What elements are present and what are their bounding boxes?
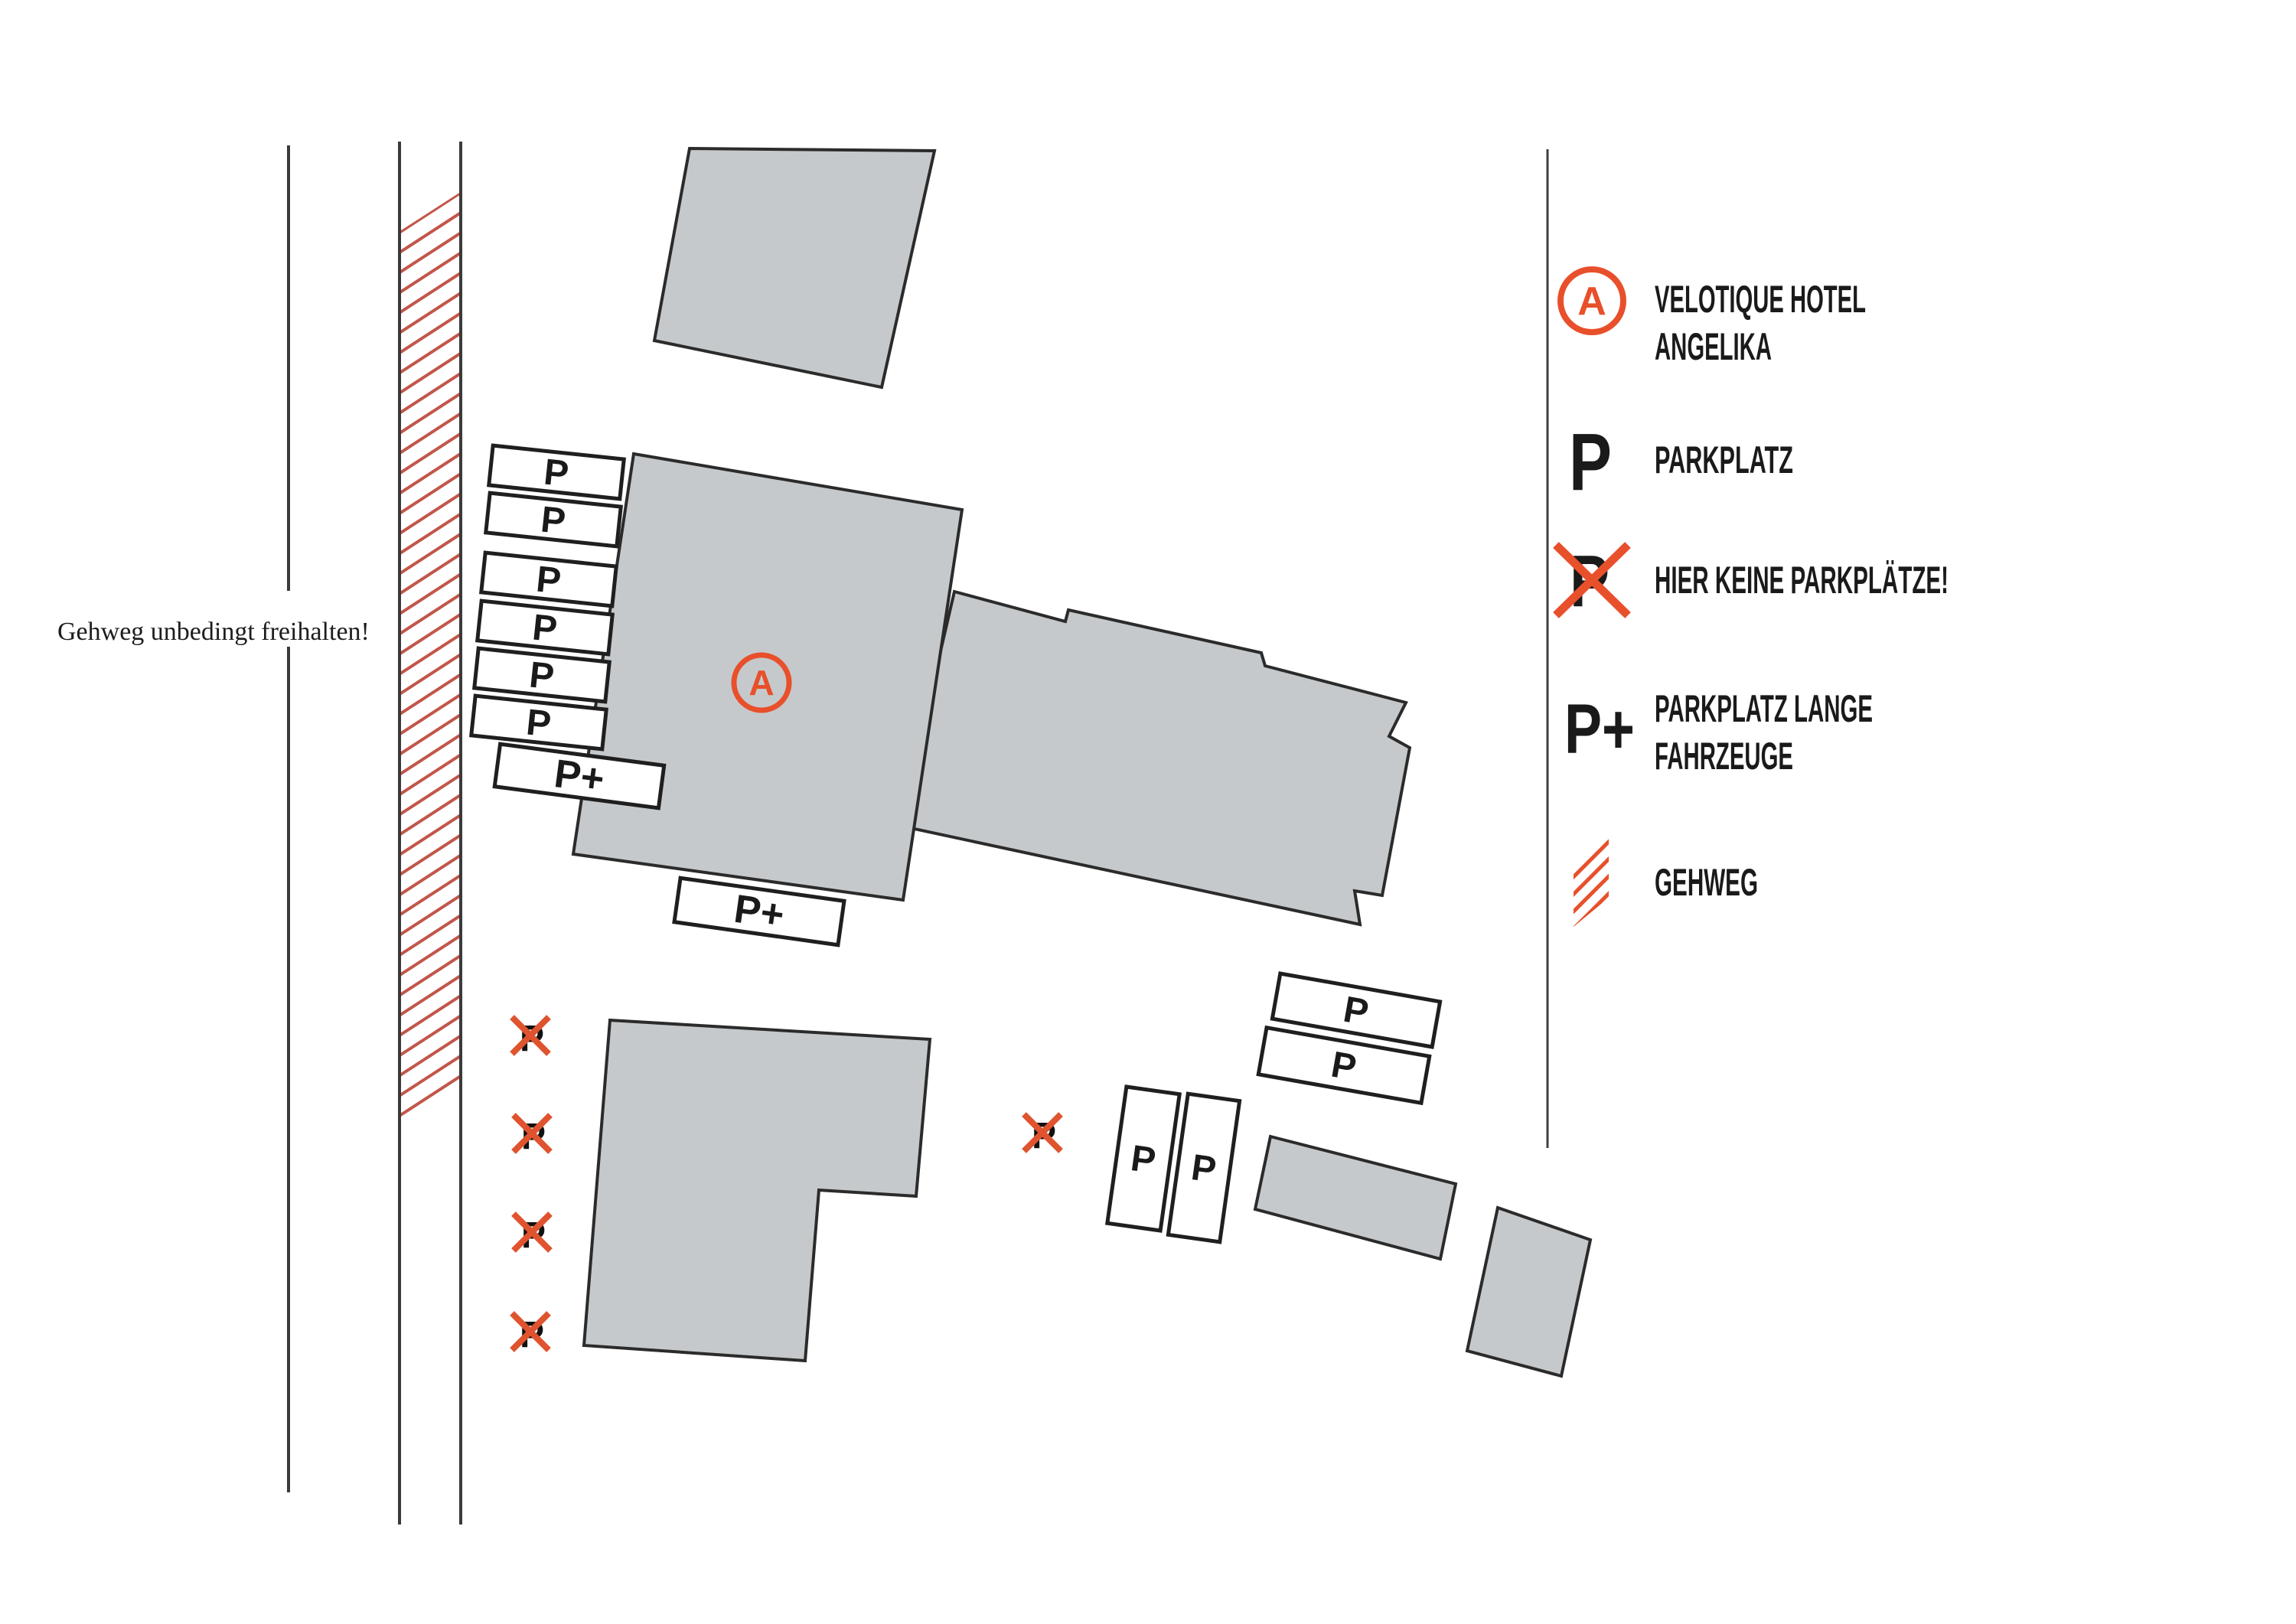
legend-label: ANGELIKA <box>1655 325 1772 368</box>
legend-item-no-parking: P HIER KEINE PARKPLÄTZE! <box>1553 540 1949 622</box>
parking-box-vertical: P <box>1166 1091 1242 1244</box>
street-note: Gehweg unbedingt freihalten! <box>57 618 370 646</box>
parking-box: P <box>484 491 623 549</box>
no-parking-icon: P <box>511 1211 553 1256</box>
legend-label: HIER KEINE PARKPLÄTZE! <box>1655 559 1949 602</box>
hotel-legend-letter: A <box>1577 279 1606 324</box>
legend-label: VELOTIQUE HOTEL <box>1655 278 1866 321</box>
hotel-marker: A <box>731 652 792 713</box>
no-parking-icon: P <box>511 1113 553 1157</box>
parking-box-label: P <box>534 559 563 602</box>
parking-box: P <box>475 598 615 657</box>
no-parking-x-icon <box>510 1311 551 1352</box>
no-parking-icons: P P P P P <box>510 1015 1063 1355</box>
parking-box: P <box>487 443 626 501</box>
parking-box-label: P <box>530 607 559 650</box>
legend-item-long-vehicles: P+ PARKPLATZ LANGE FAHRZEUGE <box>1564 687 1873 778</box>
parking-box-label: P <box>1189 1147 1218 1191</box>
parking-box-vertical: P <box>1104 1084 1182 1233</box>
parking-box-long: P+ <box>492 742 667 810</box>
parking-box-label: P <box>527 654 556 697</box>
sidewalk-hatch-strip <box>401 193 459 1127</box>
buildings <box>571 146 1593 1378</box>
parking-boxes: P P P P P P P+ P+ <box>469 443 1443 1244</box>
legend-label: PARKPLATZ <box>1655 439 1793 481</box>
parking-box-long: P+ <box>672 876 846 947</box>
hotel-marker-ring <box>731 652 792 713</box>
building-annex <box>898 589 1412 927</box>
gehweg-hatch-icon <box>1574 836 1609 927</box>
no-parking-x-icon <box>1022 1112 1063 1153</box>
legend: A VELOTIQUE HOTEL ANGELIKA P PARKPLATZ P… <box>1546 149 1949 1148</box>
building-bottom-left <box>582 1018 932 1363</box>
parking-box-label: P <box>524 702 553 745</box>
road-lines <box>287 142 462 1525</box>
parking-box-label: P <box>1128 1138 1158 1182</box>
legend-label: GEHWEG <box>1655 861 1758 904</box>
legend-label: FAHRZEUGE <box>1655 735 1793 778</box>
parking-box-label: P <box>542 452 570 494</box>
no-parking-x-icon <box>511 1211 553 1253</box>
hotel-marker-letter: A <box>748 663 774 703</box>
no-parking-x-icon <box>511 1113 553 1154</box>
parkplatz-icon: P <box>1569 417 1612 507</box>
legend-item-parkplatz: P PARKPLATZ <box>1569 417 1793 507</box>
legend-item-gehweg: GEHWEG <box>1574 836 1758 927</box>
no-parking-icon: P <box>510 1311 551 1355</box>
building-small-wide <box>1253 1134 1458 1261</box>
no-parking-icon: P <box>1022 1112 1063 1156</box>
parking-box-label: P <box>539 499 567 542</box>
no-parking-icon: P <box>510 1015 551 1059</box>
legend-label: PARKPLATZ LANGE <box>1655 687 1873 730</box>
no-parking-legend-x-icon <box>1553 542 1631 618</box>
building-small-tall <box>1465 1205 1593 1378</box>
building-top <box>652 146 937 390</box>
parkplatz-plus-icon: P+ <box>1564 690 1635 768</box>
parking-box: P <box>1270 971 1443 1049</box>
parking-box-label: P+ <box>552 752 607 802</box>
hotel-legend-ring-icon <box>1557 266 1626 335</box>
legend-item-hotel: A VELOTIQUE HOTEL ANGELIKA <box>1557 266 1866 368</box>
parking-box-label: P+ <box>732 887 788 938</box>
parking-box: P <box>469 693 608 752</box>
no-parking-x-icon <box>510 1015 551 1056</box>
parking-box: P <box>479 550 618 608</box>
parking-box: P <box>472 646 612 704</box>
parking-box: P <box>1256 1025 1432 1106</box>
